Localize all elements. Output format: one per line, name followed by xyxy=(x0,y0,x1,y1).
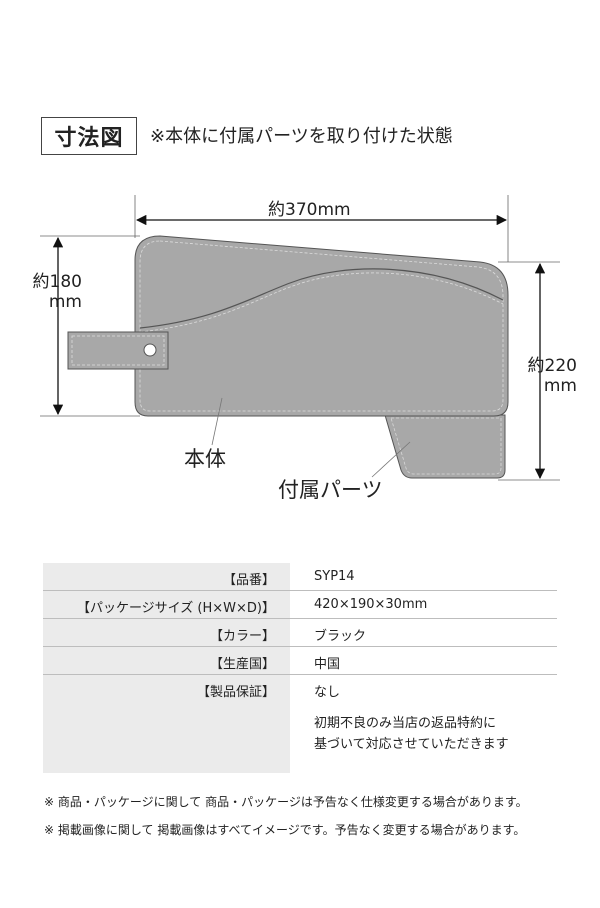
spec-row-warranty: 【製品保証】 なし 初期不良のみ当店の返品特約に 基づいて対応させていただきます xyxy=(43,675,557,773)
main-body-curve-seam xyxy=(139,268,504,329)
left-height-value: 約180 xyxy=(32,272,82,292)
main-body-stitch xyxy=(139,240,504,412)
spec-value: SYP14 xyxy=(314,569,355,584)
spec-label: 【品番】 xyxy=(222,573,275,588)
body-leader-line xyxy=(211,397,223,446)
spec-row-color: 【カラー】 ブラック xyxy=(43,619,557,647)
mounting-strap-stitch xyxy=(71,335,165,366)
spec-label-column xyxy=(43,563,290,773)
main-body-shape xyxy=(134,235,509,417)
footnote-package: ※ 商品・パッケージに関して 商品・パッケージは予告なく仕様変更する場合がありま… xyxy=(44,795,528,809)
warranty-note-line2: 基づいて対応させていただきます xyxy=(314,737,509,752)
left-height-dimension-label: 約180 mm xyxy=(22,272,82,312)
spec-value: なし xyxy=(314,685,341,700)
warranty-note-line1: 初期不良のみ当店の返品特約に xyxy=(314,716,497,731)
body-callout-label: 本体 xyxy=(184,447,226,471)
spec-table: 【品番】 SYP14 【パッケージサイズ (H×W×D)】 420×190×30… xyxy=(43,563,557,773)
footnote-images: ※ 掲載画像に関して 掲載画像はすべてイメージです。予告なく変更する場合がありま… xyxy=(44,823,526,837)
width-dimension-label: 約370mm xyxy=(268,200,351,220)
main-body-curve-stitch xyxy=(139,272,504,333)
attached-part-shape xyxy=(384,414,506,479)
right-height-unit: mm xyxy=(543,376,577,396)
dimension-diagram xyxy=(40,195,560,481)
parts-leader-line xyxy=(371,441,411,478)
spec-label: 【生産国】 xyxy=(209,657,275,672)
spec-value: 中国 xyxy=(314,657,341,672)
section-title: 寸法図 xyxy=(41,117,137,155)
strap-hole xyxy=(143,343,157,357)
spec-value: 420×190×30mm xyxy=(314,597,428,612)
left-height-unit: mm xyxy=(48,292,82,312)
right-height-dimension-label: 約220 mm xyxy=(517,356,577,396)
spec-label: 【カラー】 xyxy=(209,629,275,644)
spec-row-product-number: 【品番】 SYP14 xyxy=(43,563,557,591)
spec-value: ブラック xyxy=(314,629,367,644)
spec-label: 【製品保証】 xyxy=(196,685,275,700)
spec-row-package-size: 【パッケージサイズ (H×W×D)】 420×190×30mm xyxy=(43,591,557,619)
spec-row-country: 【生産国】 中国 xyxy=(43,647,557,675)
parts-callout-label: 付属パーツ xyxy=(278,478,383,502)
spec-label: 【パッケージサイズ (H×W×D)】 xyxy=(76,601,275,616)
right-height-value: 約220 xyxy=(527,356,577,376)
attached-part-stitch xyxy=(390,417,502,475)
section-subtitle: ※本体に付属パーツを取り付けた状態 xyxy=(150,126,453,147)
